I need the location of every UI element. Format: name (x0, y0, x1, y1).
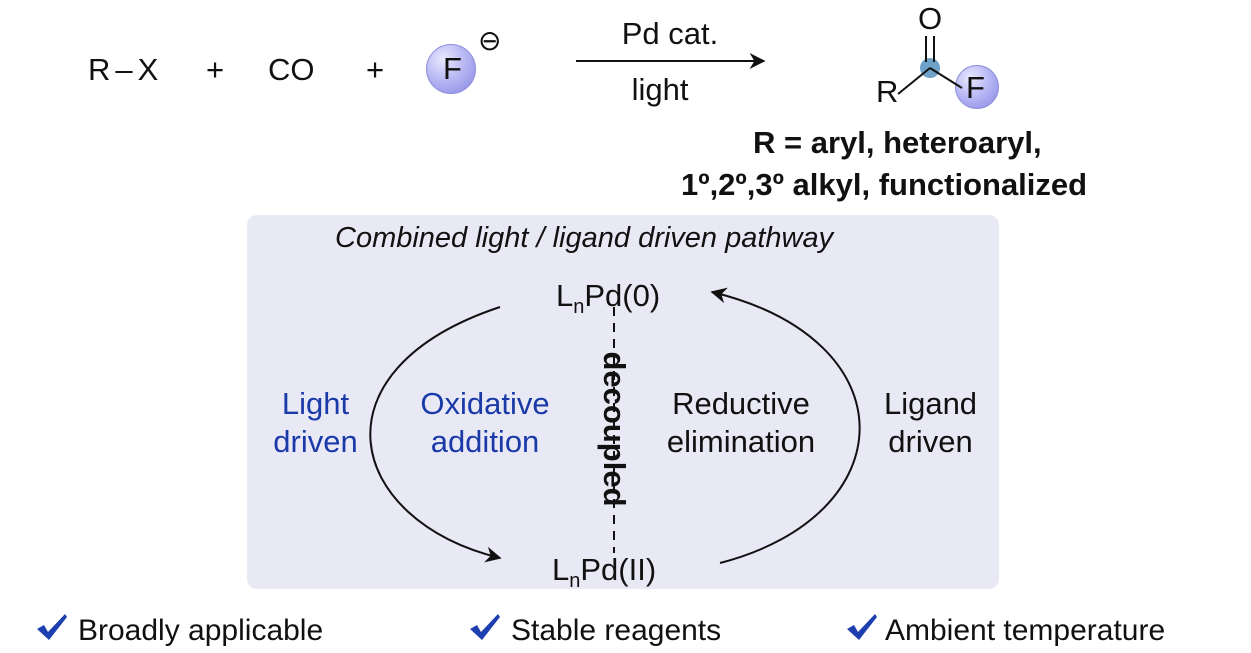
left-arc-arrow (369, 306, 502, 563)
plus-sign-1: + (206, 52, 225, 87)
negative-charge: ⊖ (478, 25, 502, 56)
feature-item (468, 612, 502, 647)
cycle-title: Combined light / ligand driven pathway (335, 222, 834, 254)
product-skeleton (897, 36, 963, 95)
product-r: R (876, 74, 899, 109)
checkmark-icon (847, 614, 877, 640)
feature-item (845, 612, 879, 647)
pd0-species: LnPd(0) (556, 278, 661, 319)
product-oxygen: O (918, 1, 943, 36)
fluoride-label: F (443, 51, 462, 86)
scope-line-2: 1º,2º,3º alkyl, functionalized (681, 167, 1088, 202)
product-fluorine-sphere-icon (955, 65, 999, 109)
condition-label: light (631, 72, 689, 107)
feature-item (35, 612, 69, 647)
checkmark-icon (37, 614, 67, 640)
pd2-species: LnPd(II) (552, 552, 657, 593)
plus-sign-2: + (366, 52, 385, 87)
fluoride-sphere-icon (426, 44, 476, 94)
right-arc-arrow (710, 287, 861, 564)
product-fluorine: F (966, 70, 985, 105)
feature-label-3: Ambient temperature (885, 614, 1166, 647)
feature-label-2: Stable reagents (511, 614, 722, 647)
feature-label-1: Broadly applicable (78, 614, 324, 647)
scope-line-1: R = aryl, heteroaryl, (753, 125, 1042, 160)
catalyst-label: Pd cat. (621, 16, 719, 51)
reactant-r: R–X (88, 52, 159, 87)
checkmark-icon (470, 614, 500, 640)
reactant-x: X (137, 52, 159, 87)
carbon-monoxide: CO (268, 52, 315, 87)
